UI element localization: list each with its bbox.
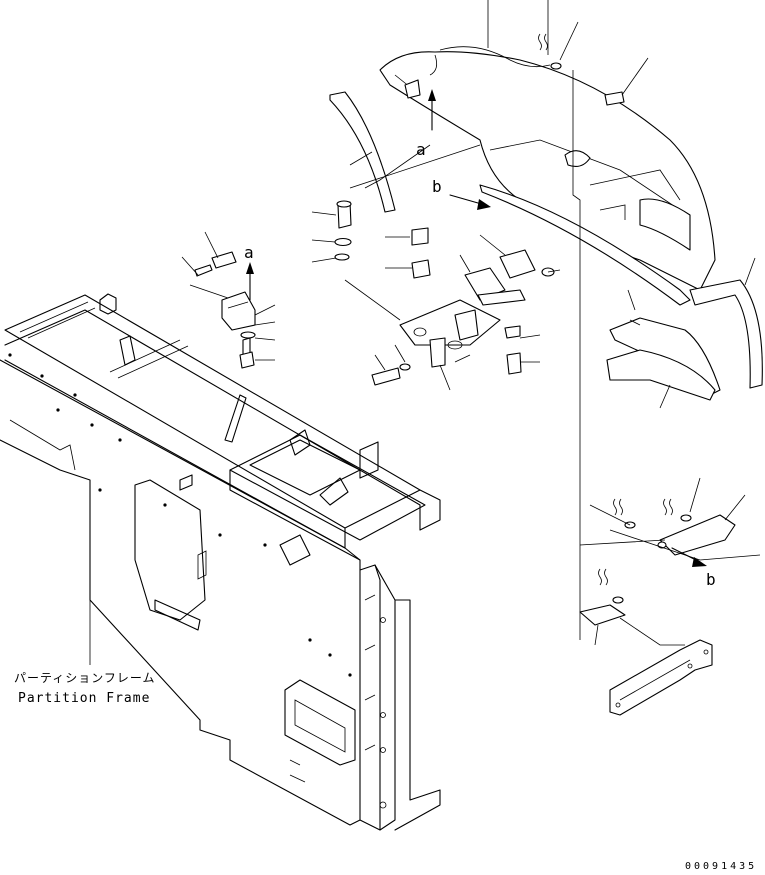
view-a-label-left: a xyxy=(244,243,254,262)
right-lower-brackets xyxy=(579,477,761,716)
leader-line-strip xyxy=(349,144,481,189)
left-bracket-assembly xyxy=(181,231,276,369)
view-b-label-top: b xyxy=(432,177,442,196)
leader-line-a xyxy=(364,144,431,189)
center-bracket-assembly xyxy=(311,200,561,391)
top-cover xyxy=(379,0,716,306)
view-b-label-lower: b xyxy=(706,570,716,589)
partition-frame xyxy=(0,293,441,831)
view-a-label-top: a xyxy=(416,140,426,159)
right-pads xyxy=(606,257,763,409)
drawing-code: 00091435 xyxy=(685,861,757,872)
wave-mark-icon xyxy=(538,33,673,586)
left-rubber-strip xyxy=(329,91,396,213)
leader-line-long xyxy=(572,70,581,640)
partition-frame-label-jp: パーティションフレーム xyxy=(14,671,156,685)
partition-frame-label-en: Partition Frame xyxy=(18,691,150,706)
